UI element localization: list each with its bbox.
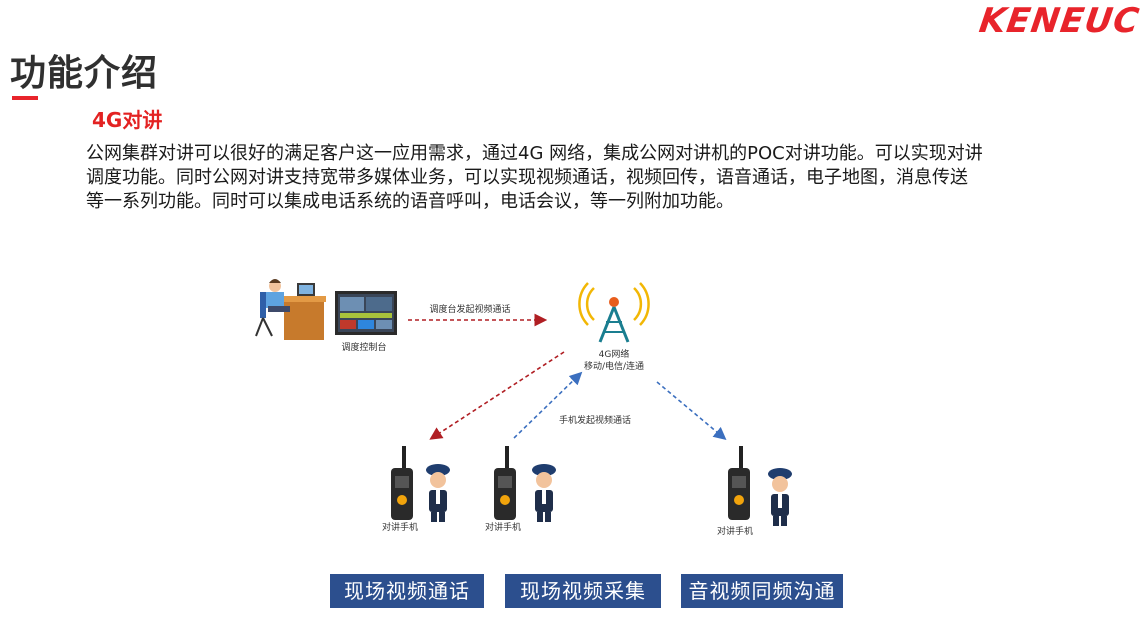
handset-label: 对讲手机: [382, 521, 418, 533]
intro-line: 等一系列功能。同时可以集成电话系统的语音呼叫，电话会议，等一列附加功能。: [86, 191, 734, 212]
dispatch-call-label: 调度台发起视频通话: [429, 303, 510, 315]
walkie-talkie-icon: [494, 446, 516, 520]
keneuc-logo: KENEUC: [977, 2, 1142, 36]
walkie-talkie-icon: [391, 446, 413, 520]
walkie-talkie-icon: [728, 446, 750, 520]
police-officer-icon: [426, 464, 450, 522]
dispatch-monitor-icon: [335, 291, 397, 335]
tower-to-handset3-arrow: [656, 381, 727, 441]
tower-label-network: 4G网络: [599, 348, 630, 360]
handset-label: 对讲手机: [485, 521, 521, 533]
police-officer-icon: [768, 468, 792, 526]
tower-label-carriers: 移动/电信/连通: [584, 360, 644, 372]
handset2-to-tower-arrow: [513, 371, 583, 439]
title-underline: [12, 96, 38, 100]
dispatch-console-label: 调度控制台: [341, 341, 386, 353]
intro-line: 调度功能。同时公网对讲支持宽带多媒体业务，可以实现视频通话，视频回传，语音通话，…: [86, 167, 968, 188]
video-capture-button[interactable]: 现场视频采集: [505, 574, 661, 608]
video-call-button[interactable]: 现场视频通话: [330, 574, 484, 608]
police-officer-icon: [532, 464, 556, 522]
cell-tower-icon: [578, 282, 650, 343]
section-heading: 4G对讲: [92, 108, 163, 132]
page-title: 功能介绍: [10, 53, 159, 94]
av-sync-button[interactable]: 音视频同频沟通: [681, 574, 843, 608]
svg-text:KENEUC: KENEUC: [977, 2, 1142, 36]
intro-line: 公网集群对讲可以很好的满足客户这一应用需求，通过4G 网络，集成公网对讲机的PO…: [86, 143, 983, 164]
handset-call-label: 手机发起视频通话: [559, 414, 631, 426]
tower-to-handset1-arrow: [429, 351, 565, 440]
handset-label: 对讲手机: [717, 525, 753, 537]
operator-desk-icon: [255, 279, 326, 340]
intro-paragraph: 公网集群对讲可以很好的满足客户这一应用需求，通过4G 网络，集成公网对讲机的PO…: [86, 142, 1086, 214]
